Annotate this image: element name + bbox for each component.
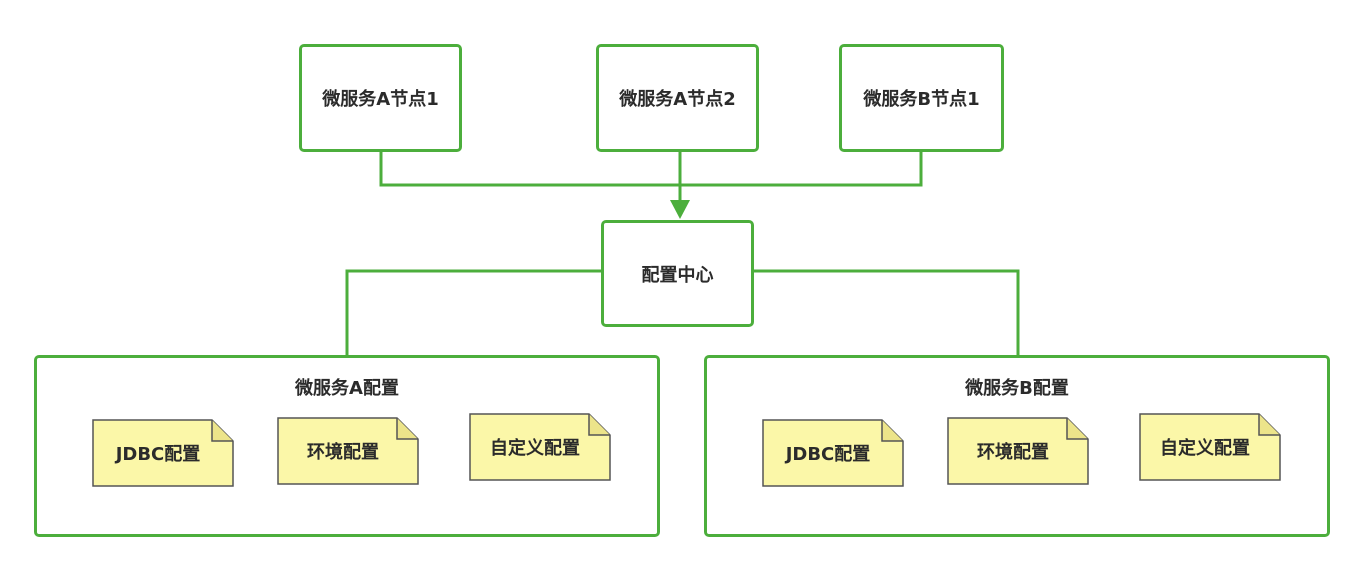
note-shape-icon [1139,413,1281,481]
connector-group-b [753,269,1020,355]
note-shape-icon [469,413,611,481]
connector-service-b-node1 [680,150,923,187]
note-shape-icon [277,417,419,485]
config-center-label: 配置中心 [641,264,714,286]
service-b-node1-box: 微服务B节点1 [839,44,1004,152]
note-label: JDBC配置 [115,444,201,465]
note-label: 自定义配置 [1160,438,1250,459]
service-a-config-title: 微服务A配置 [295,378,399,399]
note-label: 自定义配置 [490,438,580,459]
note-shape-icon [92,419,234,487]
config-center-box: 配置中心 [601,220,754,327]
arrow-head-icon [670,200,690,219]
note-custom-config-a: 自定义配置 [469,413,611,481]
note-shape-icon [762,419,904,487]
service-b-node1-label: 微服务B节点1 [863,89,980,110]
service-a-node1-label: 微服务A节点1 [322,89,439,110]
note-label: 环境配置 [307,442,379,463]
service-a-node1-box: 微服务A节点1 [299,44,462,152]
note-env-config-b: 环境配置 [947,417,1089,485]
note-label: JDBC配置 [785,444,871,465]
connector-group-a [345,269,602,355]
note-label: 环境配置 [977,442,1049,463]
note-jdbc-config-a: JDBC配置 [92,419,234,487]
service-a-node2-label: 微服务A节点2 [619,89,736,110]
note-jdbc-config-b: JDBC配置 [762,419,904,487]
note-custom-config-b: 自定义配置 [1139,413,1281,481]
note-shape-icon [947,417,1089,485]
service-a-node2-box: 微服务A节点2 [596,44,759,152]
service-b-config-title: 微服务B配置 [965,378,1069,399]
note-env-config-a: 环境配置 [277,417,419,485]
connector-service-a-node1 [379,150,680,187]
